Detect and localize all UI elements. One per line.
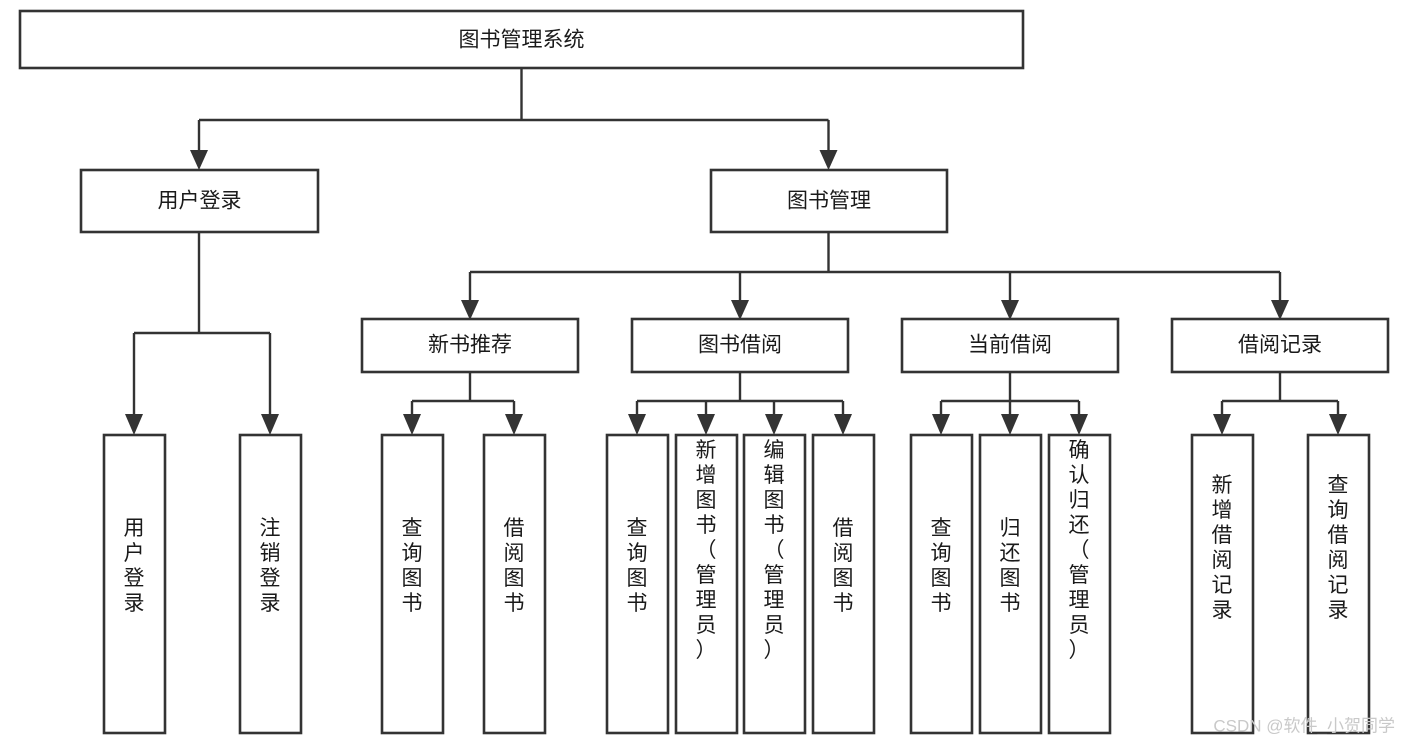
node-leaf-borrow-book-1[interactable]: 借阅图书: [482, 433, 547, 735]
node-new-book-rec-box[interactable]: [360, 317, 580, 374]
node-book-manage-label: 图书管理: [787, 190, 871, 213]
arrowhead-leaf-add-record: [1213, 414, 1231, 435]
arrowhead-leaf-user-logout: [261, 414, 279, 435]
arrowhead-leaf-query-book-1: [403, 414, 421, 435]
arrowhead-leaf-borrow-book-1: [505, 414, 523, 435]
node-user-login[interactable]: 用户登录: [79, 168, 320, 234]
arrowhead-new-book-rec: [461, 300, 479, 320]
node-book-borrow[interactable]: 图书借阅: [630, 317, 850, 374]
node-leaf-query-book-3-label: 查询图书: [931, 517, 952, 615]
arrowhead-leaf-borrow-book-2: [834, 414, 852, 435]
node-leaf-add-book[interactable]: 新增图书（管理员）: [674, 433, 739, 735]
arrowhead-leaf-add-book: [697, 414, 715, 435]
node-leaf-return-book-box[interactable]: [978, 433, 1043, 735]
node-leaf-query-book-2[interactable]: 查询图书: [605, 433, 670, 735]
node-leaf-query-record-box[interactable]: [1306, 433, 1371, 735]
node-leaf-query-book-3[interactable]: 查询图书: [909, 433, 974, 735]
arrowhead-leaf-confirm-return: [1070, 414, 1088, 435]
node-borrow-record[interactable]: 借阅记录: [1170, 317, 1390, 374]
node-leaf-user-logout-box[interactable]: [238, 433, 303, 735]
node-leaf-return-book[interactable]: 归还图书: [978, 433, 1043, 735]
node-leaf-user-logout[interactable]: 注销登录: [238, 433, 303, 735]
node-leaf-query-book-3-box[interactable]: [909, 433, 974, 735]
arrowhead-leaf-user-login: [125, 414, 143, 435]
arrowhead-current-borrow: [1001, 300, 1019, 320]
node-leaf-user-logout-label: 注销登录: [260, 517, 281, 615]
node-current-borrow[interactable]: 当前借阅: [900, 317, 1120, 374]
connector-layer: [125, 68, 1347, 435]
node-leaf-edit-book-box[interactable]: [742, 433, 807, 735]
node-borrow-record-label: 借阅记录: [1238, 334, 1322, 357]
node-book-borrow-box[interactable]: [630, 317, 850, 374]
node-root-box[interactable]: [18, 9, 1025, 70]
node-current-borrow-box[interactable]: [900, 317, 1120, 374]
node-user-login-box[interactable]: [79, 168, 320, 234]
node-leaf-confirm-return-label: 确认归还（管理员）: [1069, 439, 1090, 662]
arrowhead-book-manage: [819, 150, 838, 170]
node-leaf-confirm-return-box[interactable]: [1047, 433, 1112, 735]
node-leaf-query-book-1-label: 查询图书: [402, 517, 423, 615]
node-leaf-user-login[interactable]: 用户登录: [102, 433, 167, 735]
arrowhead-borrow-record: [1271, 300, 1289, 320]
node-leaf-query-record[interactable]: 查询借阅记录: [1306, 433, 1371, 735]
arrowhead-leaf-query-book-2: [628, 414, 646, 435]
node-root-label: 图书管理系统: [459, 29, 585, 52]
arrowhead-leaf-return-book: [1001, 414, 1019, 435]
node-leaf-borrow-book-2[interactable]: 借阅图书: [811, 433, 876, 735]
node-book-manage-box[interactable]: [709, 168, 949, 234]
arrowhead-leaf-query-record: [1329, 414, 1347, 435]
node-leaf-query-book-2-label: 查询图书: [627, 517, 648, 615]
node-book-borrow-label: 图书借阅: [698, 334, 782, 357]
node-book-manage[interactable]: 图书管理: [709, 168, 949, 234]
node-leaf-confirm-return[interactable]: 确认归还（管理员）: [1047, 433, 1112, 735]
node-new-book-rec-label: 新书推荐: [428, 334, 512, 357]
node-leaf-query-record-label: 查询借阅记录: [1328, 474, 1349, 622]
node-user-login-label: 用户登录: [158, 190, 242, 213]
node-borrow-record-box[interactable]: [1170, 317, 1390, 374]
node-leaf-edit-book[interactable]: 编辑图书（管理员）: [742, 433, 807, 735]
arrowhead-leaf-query-book-3: [932, 414, 950, 435]
node-leaf-query-book-2-box[interactable]: [605, 433, 670, 735]
node-leaf-add-record-box[interactable]: [1190, 433, 1255, 735]
node-current-borrow-label: 当前借阅: [968, 334, 1052, 357]
node-root[interactable]: 图书管理系统: [18, 9, 1025, 70]
csdn-watermark: CSDN @软件_小贺同学: [1213, 716, 1395, 735]
node-leaf-return-book-label: 归还图书: [1000, 517, 1021, 615]
node-leaf-borrow-book-1-box[interactable]: [482, 433, 547, 735]
node-leaf-borrow-book-2-box[interactable]: [811, 433, 876, 735]
node-leaf-borrow-book-2-label: 借阅图书: [833, 517, 854, 615]
node-leaf-query-book-1[interactable]: 查询图书: [380, 433, 445, 735]
arrowhead-user-login: [190, 150, 208, 170]
arrowhead-leaf-edit-book: [765, 414, 783, 435]
node-leaf-user-login-box[interactable]: [102, 433, 167, 735]
node-leaf-user-login-label: 用户登录: [124, 517, 145, 615]
node-leaf-add-book-box[interactable]: [674, 433, 739, 735]
node-leaf-add-book-label: 新增图书（管理员）: [696, 439, 717, 662]
node-leaf-edit-book-label: 编辑图书（管理员）: [764, 439, 785, 662]
node-leaf-borrow-book-1-label: 借阅图书: [504, 517, 525, 615]
node-leaf-query-book-1-box[interactable]: [380, 433, 445, 735]
arrowhead-book-borrow: [731, 300, 749, 320]
node-new-book-rec[interactable]: 新书推荐: [360, 317, 580, 374]
node-leaf-add-record-label: 新增借阅记录: [1212, 474, 1233, 622]
node-leaf-add-record[interactable]: 新增借阅记录: [1190, 433, 1255, 735]
